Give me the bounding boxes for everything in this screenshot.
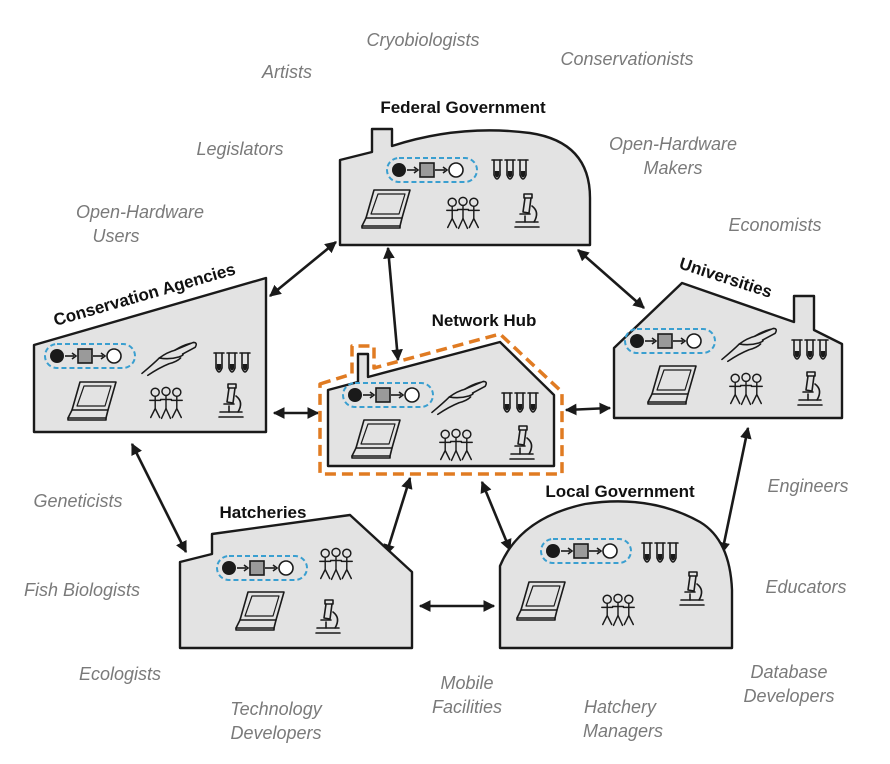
connector-federal-conservation bbox=[269, 240, 337, 298]
node-universities bbox=[612, 281, 844, 420]
connector-hub-universities bbox=[564, 402, 612, 416]
stakeholder-conservationists: Conservationists bbox=[560, 49, 693, 69]
stakeholder-database-developers-line1: Database bbox=[750, 662, 827, 682]
stakeholder-legislators: Legislators bbox=[196, 139, 283, 159]
connector-federal-universities bbox=[577, 249, 645, 309]
connector-hub-hatcheries bbox=[383, 476, 413, 557]
stakeholder-engineers: Engineers bbox=[767, 476, 848, 496]
stakeholder-geneticists: Geneticists bbox=[33, 491, 122, 511]
label-federal-government: Federal Government bbox=[380, 98, 546, 117]
stakeholder-cryobiologists: Cryobiologists bbox=[366, 30, 479, 50]
stakeholder-educators: Educators bbox=[765, 577, 846, 597]
stakeholder-hatchery-managers-line2: Managers bbox=[583, 721, 663, 741]
node-hatcheries bbox=[178, 513, 414, 650]
connector-conservation-hatcheries bbox=[130, 442, 188, 554]
stakeholder-database-developers-line2: Developers bbox=[743, 686, 834, 706]
hub-highlight-outline bbox=[318, 332, 564, 476]
stakeholder-fish-biologists: Fish Biologists bbox=[24, 580, 140, 600]
stakeholder-mobile-facilities-line2: Facilities bbox=[432, 697, 502, 717]
stakeholder-economists: Economists bbox=[728, 215, 821, 235]
connector-federal-hub bbox=[383, 246, 403, 362]
stakeholder-open-hardware-users-line1: Open-Hardware bbox=[76, 202, 204, 222]
node-conservation-agencies bbox=[32, 276, 268, 434]
node-network-hub bbox=[318, 332, 564, 476]
stakeholder-open-hardware-users-line2: Users bbox=[92, 226, 139, 246]
stakeholder-mobile-facilities-line1: Mobile bbox=[440, 673, 493, 693]
stakeholder-technology-developers-line2: Developers bbox=[230, 723, 321, 743]
stakeholder-ecologists: Ecologists bbox=[79, 664, 161, 684]
label-network-hub: Network Hub bbox=[432, 311, 537, 330]
node-federal-government bbox=[338, 127, 592, 247]
stakeholder-artists: Artists bbox=[261, 62, 312, 82]
stakeholder-technology-developers-line1: Technology bbox=[230, 699, 322, 719]
connections-layer bbox=[130, 240, 752, 612]
stakeholder-open-hardware-makers-line2: Makers bbox=[643, 158, 702, 178]
label-hatcheries: Hatcheries bbox=[220, 503, 307, 522]
stakeholder-open-hardware-makers-line1: Open-Hardware bbox=[609, 134, 737, 154]
label-local-government: Local Government bbox=[545, 482, 695, 501]
connector-universities-local bbox=[718, 426, 752, 555]
node-local-government bbox=[498, 500, 734, 650]
stakeholder-hatchery-managers-line1: Hatchery bbox=[584, 697, 657, 717]
connector-hub-local bbox=[480, 480, 512, 552]
